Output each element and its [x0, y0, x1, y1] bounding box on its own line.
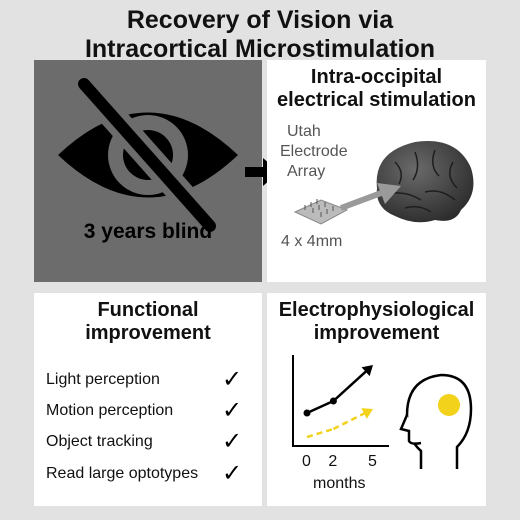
stimulation-spot [438, 394, 460, 416]
stimulation-panel: Intra-occipital electrical stimulation U… [267, 60, 486, 282]
functional-title-line-1: Functional [97, 299, 199, 321]
stimulation-arrow-icon [339, 183, 401, 211]
series-0-segment-0 [306, 399, 334, 415]
blind-panel: 3 years blind [34, 60, 262, 282]
series-0-point-1 [329, 397, 337, 405]
electro-title-line-1: Electrophysiological [278, 299, 475, 321]
functional-title-line-2: improvement [85, 322, 211, 344]
device-label-line-1: Utah [287, 123, 321, 140]
stimulation-title-line-1: Intra-occipital [310, 66, 443, 88]
crossed-eye-icon [58, 71, 238, 239]
series-0-point-0 [303, 409, 311, 417]
series-0-segment-1 [332, 368, 370, 402]
stimulation-title-line-2: electrical stimulation [277, 89, 476, 111]
brain-icon [376, 141, 474, 223]
list-item-tracking: Object tracking [46, 433, 153, 450]
check-icon-optotypes: ✓ [222, 460, 243, 487]
device-label-line-3: Array [287, 163, 326, 180]
functional-panel: Functional improvement Light perception … [34, 293, 262, 506]
series-1-segment-0 [306, 427, 334, 439]
x-tick-label-2: 2 [328, 453, 338, 470]
series-0-arrowhead [361, 365, 373, 377]
improvement-chart [292, 355, 389, 447]
check-icon-tracking: ✓ [222, 428, 243, 455]
electro-title-line-2: improvement [313, 322, 440, 344]
x-tick-label-5: 5 [368, 453, 377, 470]
electrode-array-icon [293, 199, 349, 225]
title-line-1: Recovery of Vision via [126, 6, 394, 34]
x-tick-label-0: 0 [302, 453, 311, 470]
series-1-arrowhead [361, 408, 373, 419]
figure-title: Recovery of Vision via Intracortical Mic… [0, 6, 520, 64]
device-label-line-2: Electrode [280, 143, 348, 160]
check-icon-motion: ✓ [222, 397, 243, 424]
list-item-motion: Motion perception [46, 402, 174, 419]
check-icon-light: ✓ [222, 366, 243, 393]
array-size-label: 4 x 4mm [281, 233, 343, 250]
list-item-light: Light perception [46, 371, 160, 388]
x-axis-label: months [313, 475, 366, 492]
blind-label: 3 years blind [83, 220, 213, 243]
title-line-2: Intracortical Microstimulation [84, 35, 436, 63]
head-profile-icon [399, 373, 473, 469]
list-item-optotypes: Read large optotypes [46, 465, 199, 482]
series-1-segment-1 [332, 410, 369, 431]
